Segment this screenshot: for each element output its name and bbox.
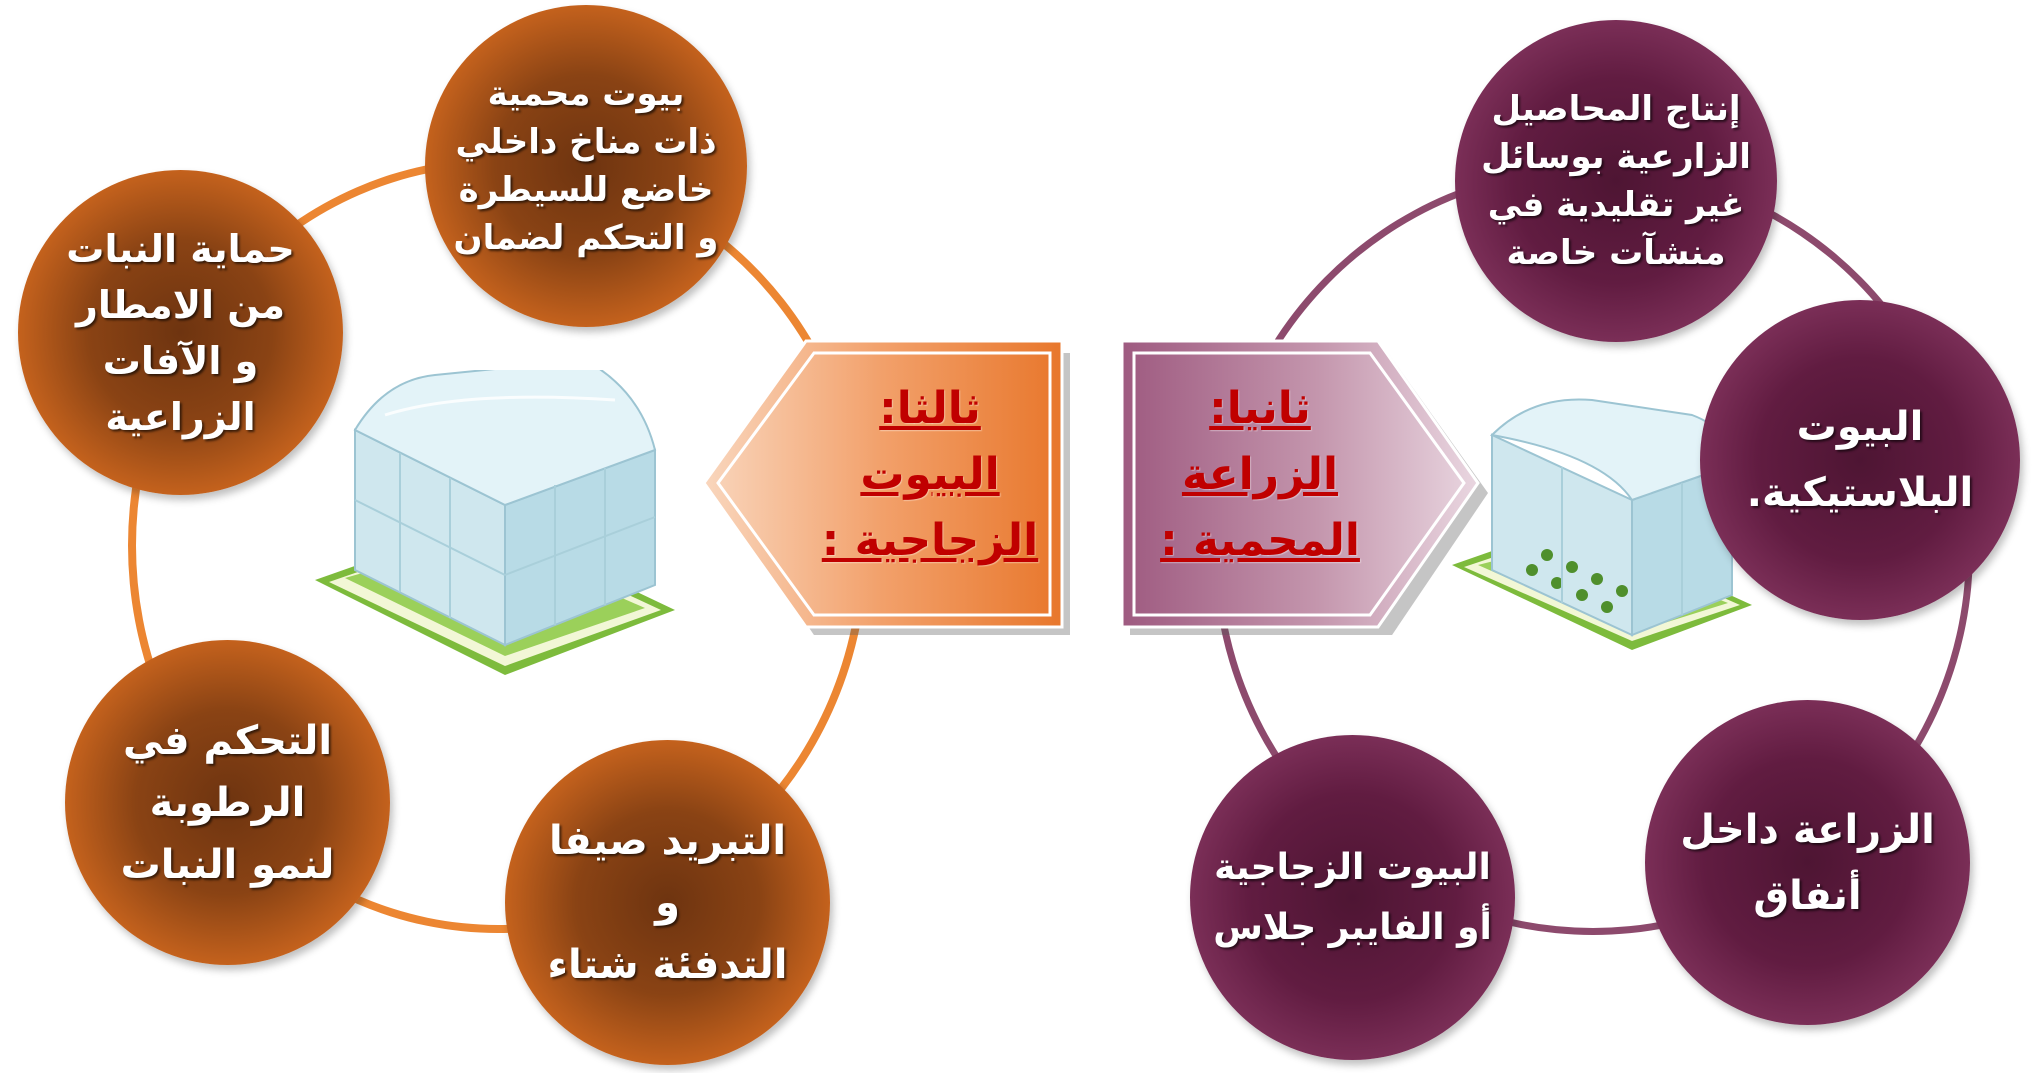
right-bubble-right: البيوت البلاستيكية. bbox=[1700, 300, 2020, 620]
bubble-line: البلاستيكية. bbox=[1746, 470, 1974, 516]
bubble-line: و الآفات bbox=[102, 338, 259, 383]
bubble-line: أنفاق bbox=[1753, 872, 1862, 919]
left-label-line-3: الزجاجية : bbox=[821, 515, 1039, 566]
bubble-line: التبريد صيفا bbox=[548, 817, 787, 864]
bubble-line: البيوت الزجاجية bbox=[1214, 846, 1491, 888]
greenhouse-illustration-left bbox=[315, 370, 675, 675]
right-label-line-2: الزراعة bbox=[1181, 449, 1339, 500]
bubble-line: حماية النبات bbox=[66, 226, 295, 271]
bubble-line: أو الفايبر جلاس bbox=[1213, 906, 1492, 948]
bubble-line: بيوت محمية bbox=[487, 74, 685, 114]
bubble-line: منشآت خاصة bbox=[1506, 233, 1726, 273]
right-bubble-lower-left: البيوت الزجاجية أو الفايبر جلاس bbox=[1190, 735, 1515, 1060]
left-bubble-upper-left: حماية النبات من الامطار و الآفات الزراعي… bbox=[18, 170, 343, 495]
bubble-line: الزارعية بوسائل bbox=[1481, 137, 1751, 177]
bubble-line: لنمو النبات bbox=[120, 841, 335, 888]
left-bubble-bottom: التبريد صيفا و التدفئة شتاء bbox=[505, 740, 830, 1065]
left-center-label: ثالثا: البيوت الزجاجية : bbox=[810, 355, 1050, 595]
bubble-line: التدفئة شتاء bbox=[547, 941, 788, 988]
left-bubble-top: بيوت محمية ذات مناخ داخلي خاضع للسيطرة و… bbox=[425, 5, 747, 327]
right-bubble-lower-right: الزراعة داخل أنفاق bbox=[1645, 700, 1970, 1025]
right-bubble-top: إنتاج المحاصيل الزارعية بوسائل غير تقليد… bbox=[1455, 20, 1777, 342]
right-label-line-1: ثانيا: bbox=[1209, 383, 1311, 434]
bubble-line: و bbox=[655, 879, 680, 926]
bubble-line: غير تقليدية في bbox=[1487, 185, 1745, 225]
bubble-line: ذات مناخ داخلي bbox=[455, 122, 717, 162]
bubble-line: إنتاج المحاصيل bbox=[1491, 89, 1741, 129]
right-label-line-3: المحمية : bbox=[1160, 515, 1360, 566]
bubble-line: خاضع للسيطرة bbox=[458, 170, 714, 210]
right-center-hexagon bbox=[1120, 339, 1488, 635]
left-label-line-1: ثالثا: bbox=[879, 383, 981, 434]
bubble-line: التحكم في bbox=[122, 717, 333, 764]
bubble-line: الزراعة داخل bbox=[1680, 806, 1935, 853]
left-label-line-2: البيوت bbox=[860, 449, 1000, 500]
bubble-line: البيوت bbox=[1796, 404, 1924, 450]
bubble-line: الزراعية bbox=[105, 394, 256, 439]
right-center-label: ثانيا: الزراعة المحمية : bbox=[1140, 355, 1380, 595]
bubble-line: الرطوبة bbox=[149, 779, 306, 826]
left-center-hexagon bbox=[702, 339, 1070, 635]
bubble-line: من الامطار bbox=[76, 282, 285, 327]
bubble-line: و التحكم لضمان bbox=[453, 218, 719, 258]
left-bubble-lower-left: التحكم في الرطوبة لنمو النبات bbox=[65, 640, 390, 965]
